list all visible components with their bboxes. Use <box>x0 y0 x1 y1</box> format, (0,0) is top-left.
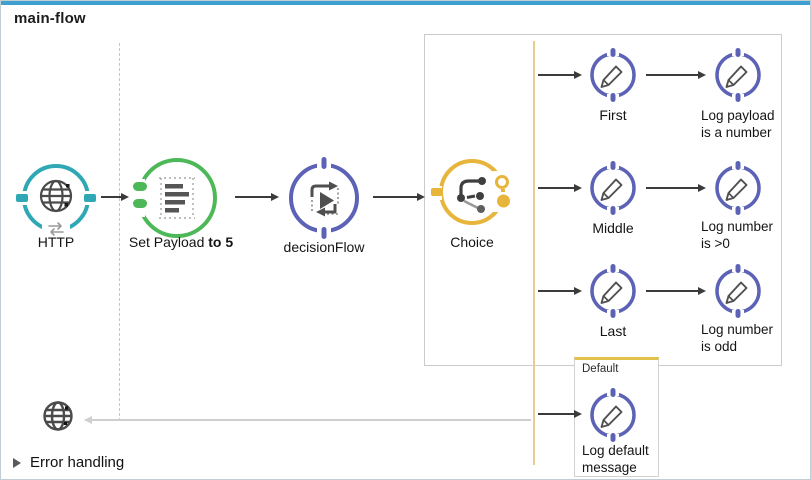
logger-node-default[interactable] <box>585 387 641 443</box>
http-listener-node[interactable] <box>16 158 96 238</box>
branch-logger-label: Log payload is a number <box>701 107 789 141</box>
route-arrow <box>538 287 582 295</box>
route-arrow <box>538 184 582 192</box>
flow-arrow <box>373 193 425 201</box>
choice-router-icon <box>431 159 513 225</box>
logger-node-log-payload[interactable] <box>710 47 766 103</box>
source-process-separator <box>119 43 120 421</box>
logger-icon <box>590 387 636 443</box>
logger-label-line2: is a number <box>701 125 772 140</box>
logger-label-line1: Log default <box>582 443 649 458</box>
default-route-box <box>574 357 659 477</box>
branch-logger-label: Log number is odd <box>701 321 789 355</box>
pencil-icon <box>600 178 623 201</box>
pencil-icon <box>600 281 623 304</box>
choice-node-label: Choice <box>450 234 494 250</box>
logger-icon <box>715 47 761 103</box>
logger-node-last[interactable] <box>585 263 641 319</box>
pencil-icon <box>600 65 623 88</box>
response-return-line <box>84 416 531 424</box>
choice-left-tab-icon <box>431 188 443 196</box>
editor-tab-accent <box>1 1 810 5</box>
globe-icon <box>39 179 73 213</box>
branch-step-label: Middle <box>592 220 634 236</box>
logger-icon <box>715 160 761 216</box>
pencil-icon <box>725 281 748 304</box>
set-payload-icon <box>131 158 217 238</box>
flow-arrow <box>646 184 706 192</box>
logger-node-first[interactable] <box>585 47 641 103</box>
logger-label-line1: Log payload <box>701 108 775 123</box>
default-route-label: Default <box>582 363 619 375</box>
sync-icon <box>48 222 64 236</box>
logger-label-line1: Log number <box>701 219 774 234</box>
branch-step-label: First <box>599 107 627 123</box>
http-node-label: HTTP <box>37 234 75 250</box>
logger-icon <box>590 160 636 216</box>
pencil-icon <box>725 178 748 201</box>
set-payload-node-label: Set Payload to 5 <box>106 234 256 250</box>
logger-node-middle[interactable] <box>585 160 641 216</box>
route-arrow <box>538 410 582 418</box>
error-handling-label: Error handling <box>30 454 125 471</box>
logger-icon <box>715 263 761 319</box>
error-handling-toggle[interactable]: Error handling <box>13 454 124 471</box>
default-logger-label: Log default message <box>582 442 662 476</box>
inbound-tab-icon <box>16 194 28 202</box>
route-arrow <box>538 71 582 79</box>
choice-filled-port-icon <box>497 194 510 208</box>
globe-icon <box>43 401 73 431</box>
flow-arrow <box>646 287 706 295</box>
logger-node-log-number-gt0[interactable] <box>710 160 766 216</box>
logger-label-line1: Log number <box>701 322 774 337</box>
logger-label-line2: is >0 <box>701 236 730 251</box>
http-connector-icon <box>16 164 96 238</box>
logger-label-line2: is odd <box>701 339 738 354</box>
pencil-icon <box>600 405 623 428</box>
logger-icon <box>590 263 636 319</box>
set-payload-label-bold: to 5 <box>208 234 234 250</box>
decision-flow-node-label: decisionFlow <box>283 239 365 255</box>
choice-router-node[interactable] <box>431 151 513 233</box>
decision-flow-node[interactable] <box>283 157 365 239</box>
logger-icon <box>590 47 636 103</box>
set-payload-node[interactable] <box>131 152 223 244</box>
pencil-icon <box>725 65 748 88</box>
choice-ring-port-icon <box>495 175 509 189</box>
logger-node-log-number-odd[interactable] <box>710 263 766 319</box>
flow-arrow <box>235 193 279 201</box>
flow-arrow <box>646 71 706 79</box>
flow-title: main-flow <box>14 10 86 27</box>
flow-arrow <box>101 193 129 201</box>
collapse-triangle-icon <box>13 457 21 468</box>
set-payload-label-prefix: Set Payload <box>128 234 205 250</box>
branch-logger-label: Log number is >0 <box>701 218 789 252</box>
flow-reference-icon <box>289 157 359 239</box>
choice-route-line <box>533 41 535 465</box>
branch-step-label: Last <box>599 323 627 339</box>
response-endpoint <box>41 399 75 433</box>
logger-label-line2: message <box>582 460 637 475</box>
outbound-tab-icon <box>84 194 96 202</box>
